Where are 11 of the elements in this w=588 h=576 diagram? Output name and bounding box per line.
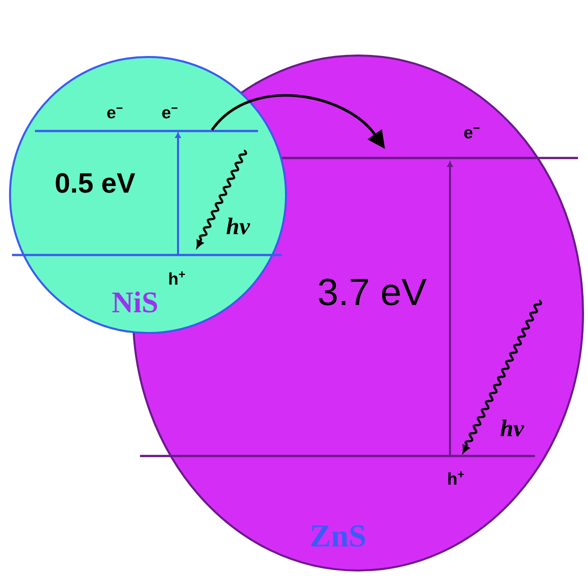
photon-label: hν	[226, 218, 250, 234]
charge-label: e$^{−}$	[162, 107, 178, 118]
charge-label: h$^{+}$	[448, 471, 464, 485]
material-label: ZnS	[311, 525, 365, 547]
photon-label: hν	[500, 420, 524, 436]
band-gap-label: 0.5 eV	[56, 173, 136, 193]
band-gap-label: 3.7 eV	[318, 278, 427, 306]
charge-label: e$^{−}$	[107, 107, 122, 118]
charge-label: h$^{+}$	[169, 271, 185, 285]
material-label: NiS	[112, 291, 157, 312]
charge-label: e$^{−}$	[464, 127, 480, 138]
